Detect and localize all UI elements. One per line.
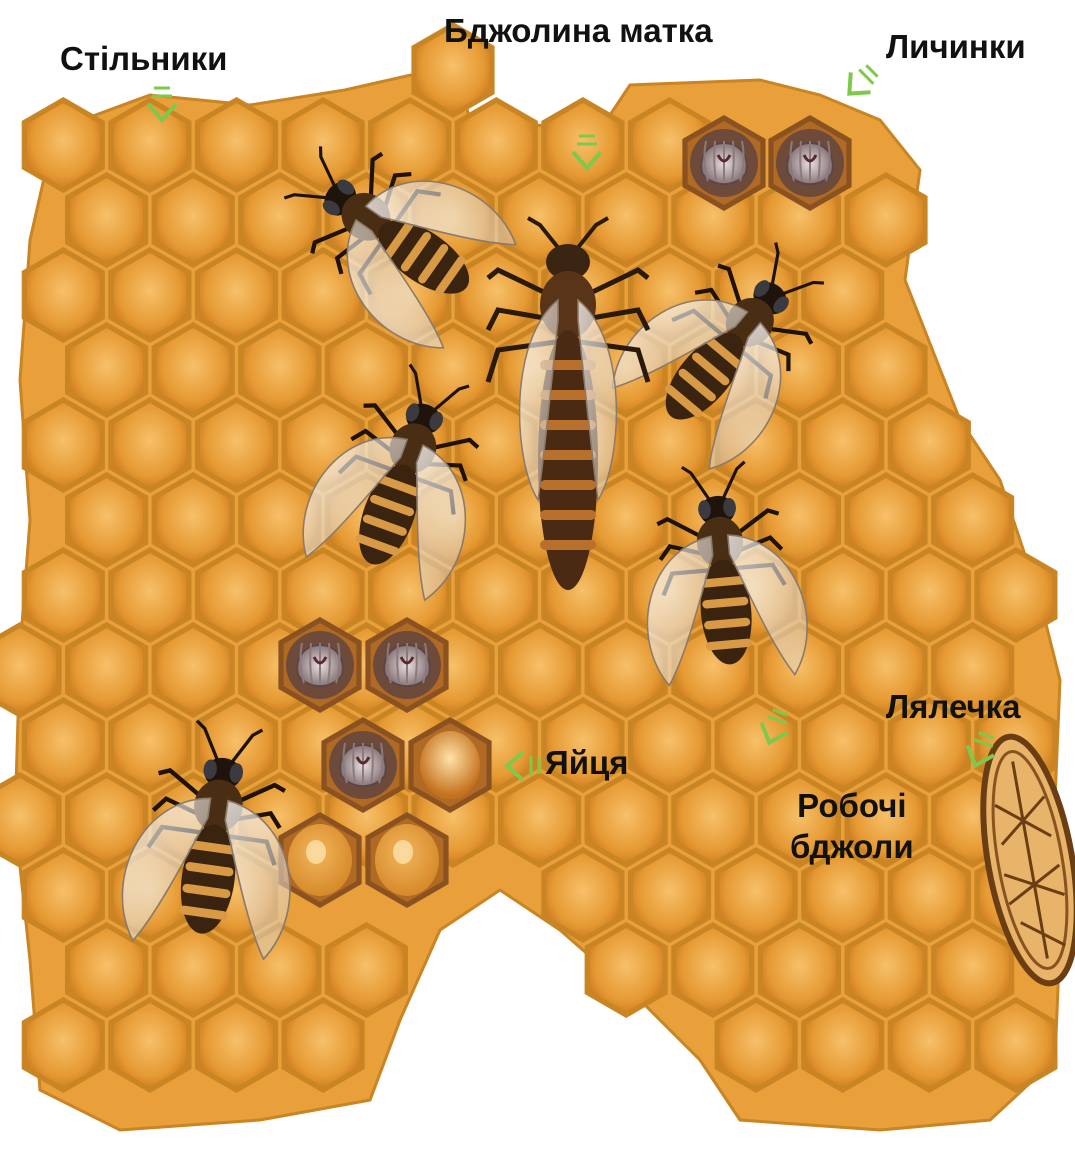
honeycomb-cells [0,22,1057,1093]
larva-icon [286,631,354,699]
larva-icon [776,129,844,197]
larva-icon [690,129,758,197]
label-larvae: Личинки [886,28,1026,66]
label-worker-bees: Робочі бджоли [790,785,914,868]
label-queen-bee: Бджолина матка [444,12,713,50]
egg-icon [420,731,480,799]
label-pupa: Лялечка [886,688,1021,726]
label-combs: Стільники [60,40,227,78]
label-worker-bees-line2: бджоли [790,826,914,867]
label-worker-bees-line1: Робочі [790,785,914,826]
larva-icon [329,731,397,799]
pointer-arrow-icon [839,61,881,103]
label-eggs: Яйця [545,744,629,782]
larva-icon [373,631,441,699]
